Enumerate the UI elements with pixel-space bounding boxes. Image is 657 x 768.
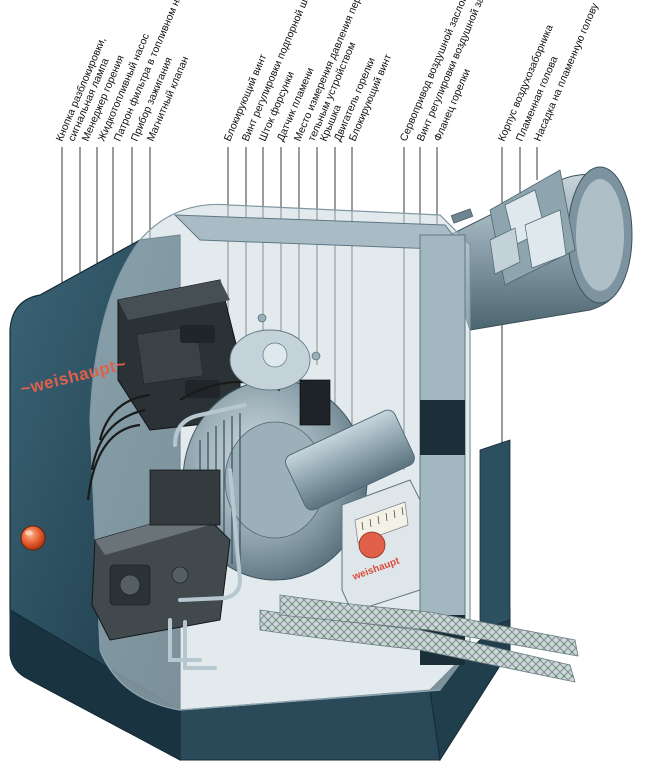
ignition-unit	[229, 313, 331, 426]
housing-base	[9, 609, 181, 761]
air-damper-servo: weishaupt	[341, 479, 421, 613]
fuel-tubing	[168, 403, 247, 670]
fuel-hoses	[259, 594, 579, 683]
callout-labels: Кнопка разблокировки, сигнальная лампа М…	[54, 0, 602, 143]
fuel-pump	[91, 469, 231, 641]
flame-tube-assembly	[439, 166, 633, 331]
reset-button-lamp	[20, 525, 46, 551]
burner-motor	[182, 379, 415, 581]
burner-illustration: weishaupt ~weishaupt~	[9, 166, 633, 762]
